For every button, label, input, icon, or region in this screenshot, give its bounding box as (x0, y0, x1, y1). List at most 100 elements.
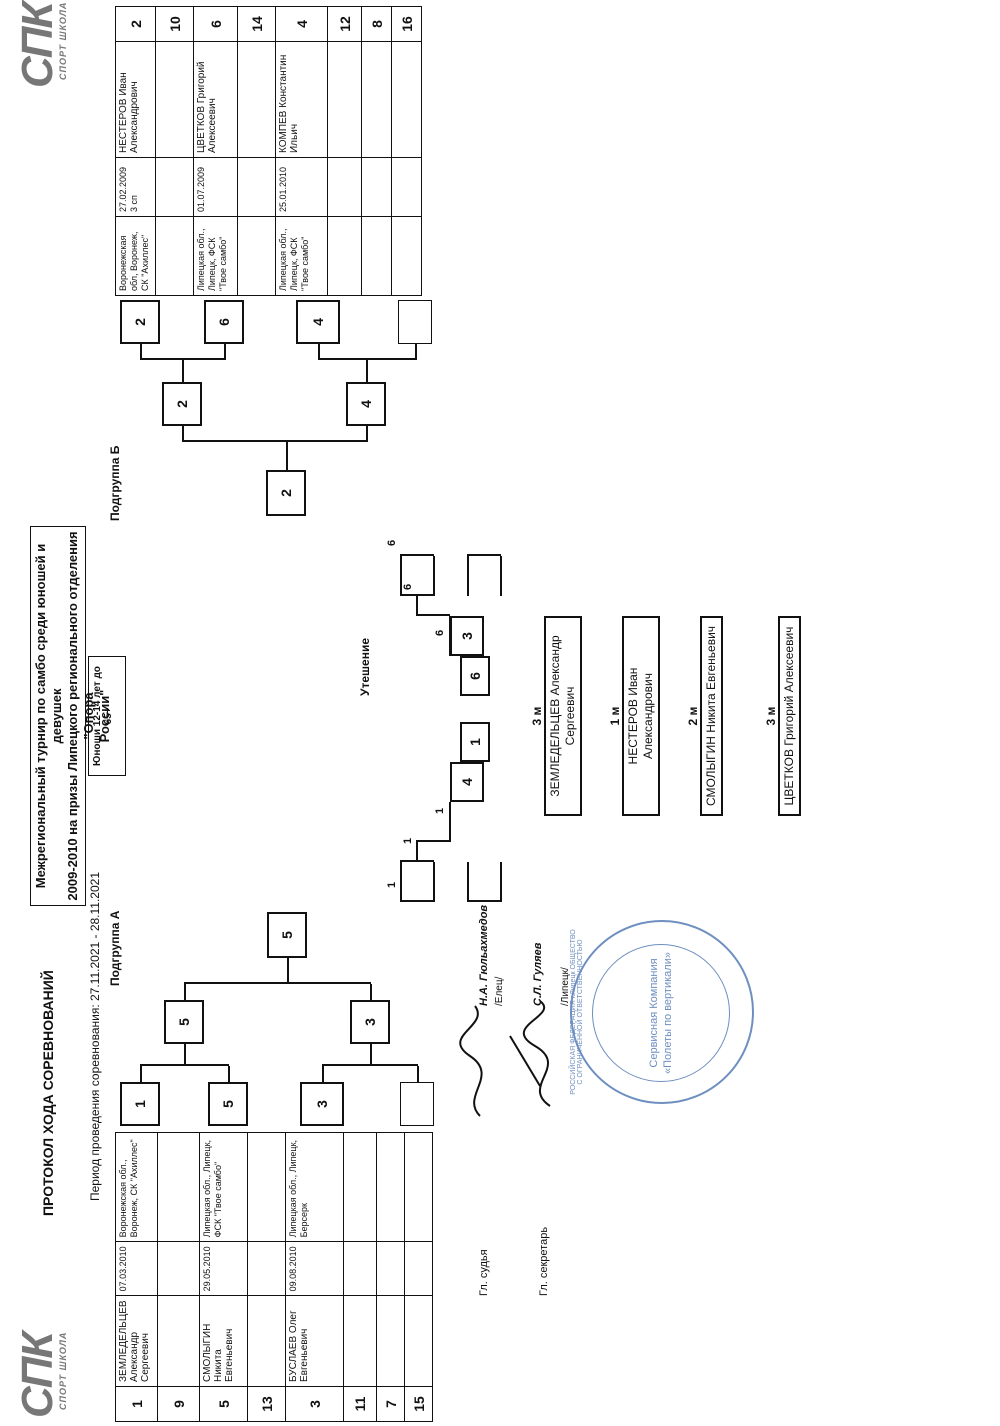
consolation-score: 6 (402, 583, 414, 590)
athlete-club: Липецкая обл., Липецк, ФСК "Твое самбо" (193, 216, 238, 296)
group-a-table: 1 ЗЕМЛЕДЕЛЬЦЕВ Александр Сергеевич 07.03… (115, 1132, 433, 1422)
group-b-table: Воронежская обл, Воронеж, СК "Ахиллес" 2… (115, 6, 422, 296)
result-place: 3 м (764, 706, 778, 726)
seed-number: 8 (361, 6, 392, 42)
athlete-dob: 25.01.2010 (275, 157, 328, 217)
athlete-club (157, 1132, 200, 1242)
bracket-line (467, 900, 501, 902)
bracket-line (467, 862, 469, 902)
result-name: ЗЕМЛЕДЕЛЬЦЕВ Александр Сергеевич (544, 616, 582, 816)
athlete-dob (404, 1241, 433, 1296)
athlete-name (155, 41, 194, 158)
athlete-name (376, 1295, 405, 1387)
athlete-dob: 29.05.2010 (199, 1241, 248, 1296)
athlete-dob (237, 157, 276, 217)
athlete-name: БУСЛАЕВ Олег Евгеньевич (285, 1295, 344, 1387)
judge-name: Н.А. Гюльахмедов (478, 904, 490, 1006)
table-row: 14 (237, 6, 276, 296)
table-row: Воронежская обл, Воронеж, СК "Ахиллес" 2… (115, 6, 156, 296)
seed-number: 3 (285, 1386, 344, 1422)
seed-number: 1 (115, 1386, 158, 1422)
table-row: 15 (404, 1132, 433, 1422)
consolation-score: 6 (434, 629, 446, 636)
seed-number: 7 (376, 1386, 405, 1422)
protocol-title: ПРОТОКОЛ ХОДА СОРЕВНОВАНИЙ (40, 970, 56, 1216)
logo-text: СПК (13, 3, 62, 88)
athlete-name: СМОЛЫГИН Никита Евгеньевич (199, 1295, 248, 1387)
table-row: 8 (361, 6, 392, 296)
bracket-line (416, 596, 418, 616)
bracket-line (433, 556, 435, 596)
athlete-dob (391, 157, 422, 217)
consolation-b-box-bottom: 3 (450, 616, 484, 656)
spk-logo-right: СПК СПОРТ ШКОЛА (13, 1, 68, 88)
bracket-line (287, 958, 289, 984)
organization-stamp: Сервисная Компания «Полеты по вертикали»… (570, 920, 754, 1104)
bracket-b-r1-box-4 (398, 300, 432, 344)
table-row: 9 (157, 1132, 200, 1422)
bracket-line (433, 862, 435, 902)
category-line-2: 65+ (103, 707, 114, 725)
table-row: 5 СМОЛЫГИН Никита Евгеньевич 29.05.2010 … (199, 1132, 248, 1422)
athlete-dob: 27.02.2009 3 сп (115, 157, 156, 217)
consolation-label: Утешение (358, 638, 372, 696)
athlete-dob: 01.07.2009 (193, 157, 238, 217)
bracket-b-final-box: 2 (266, 470, 306, 516)
bracket-line (417, 1066, 419, 1082)
judge-label: Гл. судья (478, 1249, 490, 1296)
athlete-dob (361, 157, 392, 217)
consolation-score: 1 (434, 807, 446, 814)
seed-number: 12 (327, 6, 362, 42)
bracket-a-r2-box-1: 5 (164, 1000, 204, 1044)
result-place: 3 м (530, 706, 544, 726)
bracket-a-final-box: 5 (267, 912, 307, 958)
bracket-line (228, 1066, 230, 1082)
table-row: 3 БУСЛАЕВ Олег Евгеньевич 09.08.2010 Лип… (285, 1132, 344, 1422)
bracket-line (400, 556, 402, 596)
athlete-club: Воронежская обл., Воронеж, СК "Ахиллес" (115, 1132, 158, 1242)
result-name: СМОЛЫГИН Никита Евгеньевич (700, 616, 723, 816)
athlete-name (157, 1295, 200, 1387)
bracket-a-r1-box-4 (400, 1082, 434, 1126)
athlete-dob (376, 1241, 405, 1296)
logo-subtext: СПОРТ ШКОЛА (58, 1, 68, 80)
bracket-line (370, 984, 372, 1000)
consolation-score: 1 (386, 881, 398, 888)
athlete-name (391, 41, 422, 158)
bracket-b-r2-box-1: 2 (162, 382, 202, 426)
seed-number: 2 (115, 6, 156, 42)
bracket-line (400, 900, 434, 902)
bracket-b-r1-box-3: 4 (296, 300, 340, 344)
seed-number: 9 (157, 1386, 200, 1422)
bracket-line (416, 614, 450, 616)
bracket-line (416, 842, 418, 862)
seed-number: 14 (237, 6, 276, 42)
athlete-name: ЗЕМЛЕДЕЛЬЦЕВ Александр Сергеевич (115, 1295, 158, 1387)
table-row: Липецкая обл., Липецк, ФСК "Твое самбо" … (275, 6, 328, 296)
athlete-club (237, 216, 276, 296)
consolation-score: 6 (386, 539, 398, 546)
athlete-name (404, 1295, 433, 1387)
result-name: НЕСТЕРОВ Иван Александрович (622, 616, 660, 816)
bracket-line (184, 984, 186, 1000)
stamp-outer-text: РОССИЙСКАЯ ФЕДЕРАЦИЯ г.Липецк ОБЩЕСТВО С… (570, 929, 584, 1095)
result-place: 2 м (686, 706, 700, 726)
table-row: 16 (391, 6, 422, 296)
seed-number: 13 (247, 1386, 286, 1422)
athlete-name (237, 41, 276, 158)
athlete-club (404, 1132, 433, 1242)
tournament-line-1: Межрегиональный турнир по самбо среди юн… (33, 543, 64, 889)
athlete-club (327, 216, 362, 296)
athlete-dob (157, 1241, 200, 1296)
athlete-name (247, 1295, 286, 1387)
secretary-label: Гл. секретарь (538, 1226, 550, 1296)
bracket-line (500, 862, 502, 902)
competition-period: Период проведения соревнования: 27.11.20… (88, 872, 102, 1201)
seed-number: 10 (155, 6, 194, 42)
result-third-b: 3 м ЦВЕТКОВ Григорий Алексеевич (764, 616, 801, 816)
bracket-line (416, 840, 450, 842)
seed-number: 5 (199, 1386, 248, 1422)
table-row: 11 (343, 1132, 377, 1422)
athlete-club (155, 216, 194, 296)
